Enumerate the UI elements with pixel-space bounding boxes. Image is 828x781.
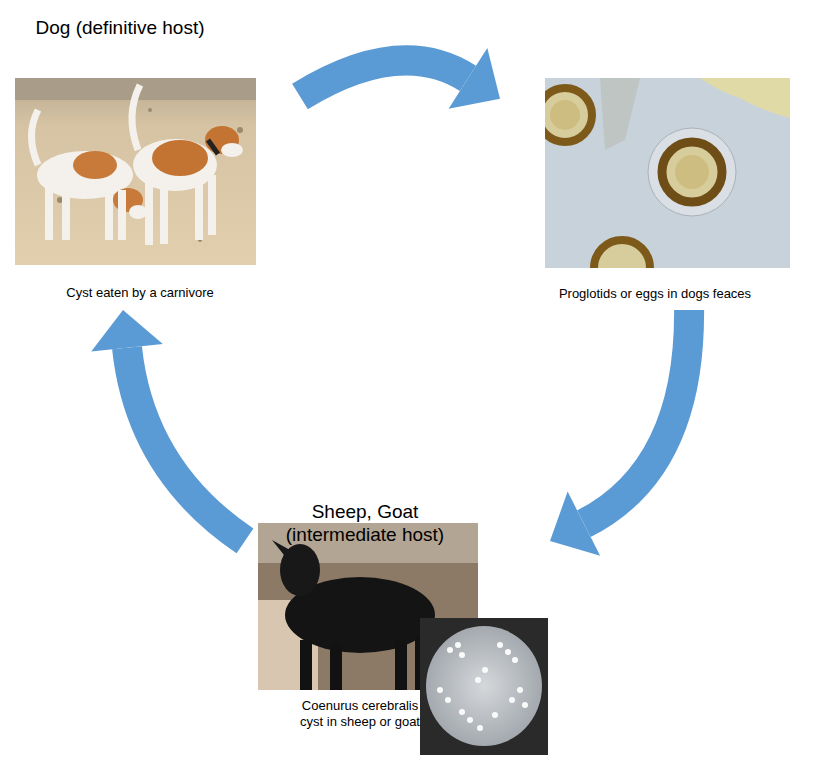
host-stage: Dog (definitive host) Cyst eaten by a car… xyxy=(5,5,300,310)
arrow-shaft xyxy=(584,310,689,524)
cycle-arrow xyxy=(91,310,245,541)
stage-caption: Proglotids or eggs in dogs feaces xyxy=(510,286,800,302)
dog-photo xyxy=(15,78,256,265)
cycle-arrow xyxy=(550,310,689,556)
host-title: Sheep, Goat (intermediate host) xyxy=(270,501,460,547)
stage-caption: Cyst eaten by a carnivore xyxy=(15,285,265,301)
arrow-head xyxy=(91,310,163,352)
host-stage: Proglotids or eggs in dogs feaces xyxy=(500,70,805,310)
egg-micrograph xyxy=(545,78,790,268)
cyst-photo xyxy=(420,618,548,755)
arrow-shaft xyxy=(127,348,245,541)
cycle-arrow xyxy=(300,48,500,109)
host-stage: Sheep, Goat (intermediate host) Coenurus … xyxy=(245,495,550,765)
host-title: Dog (definitive host) xyxy=(5,17,235,40)
arrow-head xyxy=(550,492,600,556)
stage-caption: Coenurus cerebralis cyst in sheep or goa… xyxy=(300,698,420,729)
arrow-head xyxy=(449,48,500,109)
arrow-shaft xyxy=(300,60,468,96)
